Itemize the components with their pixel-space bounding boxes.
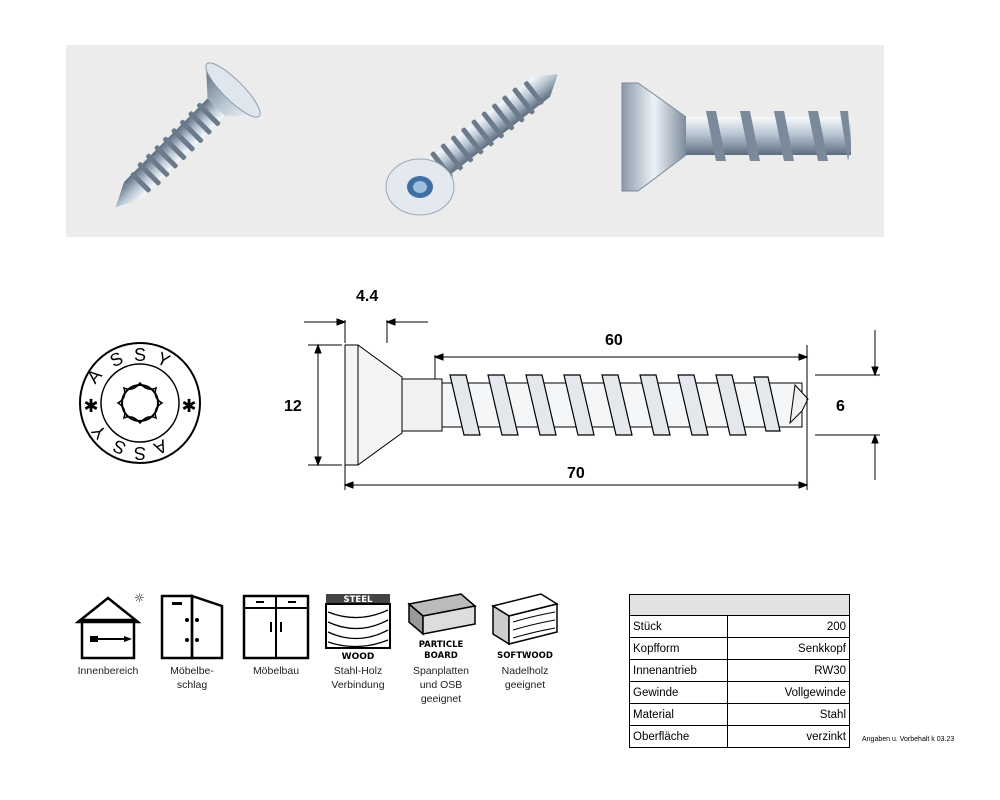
svg-text:✱: ✱	[181, 396, 196, 416]
svg-text:S: S	[134, 443, 146, 463]
steel-wood-icon: STEEL WOOD	[325, 594, 391, 662]
technical-drawing	[304, 318, 880, 490]
dim-head-diameter: 12	[284, 398, 302, 415]
svg-text:S: S	[134, 345, 146, 365]
steel-label: STEEL	[344, 595, 374, 605]
screw-head-top-view: S S Y A ✱ ✱ Y S S A	[79, 342, 201, 464]
icon-caption-softwood: Nadelholz geeignet	[501, 665, 549, 691]
dim-head-height: 4.4	[356, 288, 379, 305]
footnote: Angaben u. Vorbehalt k 03.23	[862, 736, 955, 743]
icon-caption-indoor: Innenbereich	[77, 665, 139, 677]
product-photos	[115, 62, 851, 216]
dim-thread-diameter: 6	[836, 398, 845, 415]
indoor-house-icon: ☼	[74, 592, 144, 660]
softwood-label: SOFTWOOD	[497, 651, 553, 661]
dim-total-length: 70	[567, 465, 585, 482]
drive-recess-icon	[116, 381, 164, 425]
furniture-cabinet-icon	[242, 594, 310, 660]
icon-caption-particle-board: Spanplatten und OSB geeignet	[412, 665, 470, 705]
particle-board-icon: PARTICLE BOARD	[407, 593, 477, 661]
furniture-fitting-icon	[160, 594, 224, 660]
product-photo-strip	[66, 45, 884, 237]
particle-label: PARTICLE	[419, 640, 464, 650]
svg-text:☼: ☼	[134, 592, 144, 605]
icon-caption-fitting: Möbelbe- schlag	[170, 665, 214, 691]
spec-table-header	[629, 594, 850, 616]
wood-label: WOOD	[342, 652, 375, 662]
board-label: BOARD	[424, 651, 458, 661]
svg-text:✱: ✱	[83, 396, 98, 416]
softwood-icon: SOFTWOOD	[491, 593, 559, 661]
photo-screw-diagonal-1	[115, 62, 261, 208]
icon-caption-steel-wood: Stahl-Holz Verbindung	[331, 665, 385, 691]
dim-thread-length: 60	[605, 332, 623, 349]
photo-screw-side-view	[621, 82, 851, 192]
icon-caption-furniture: Möbelbau	[252, 665, 300, 677]
photo-screw-head-view	[385, 74, 558, 216]
